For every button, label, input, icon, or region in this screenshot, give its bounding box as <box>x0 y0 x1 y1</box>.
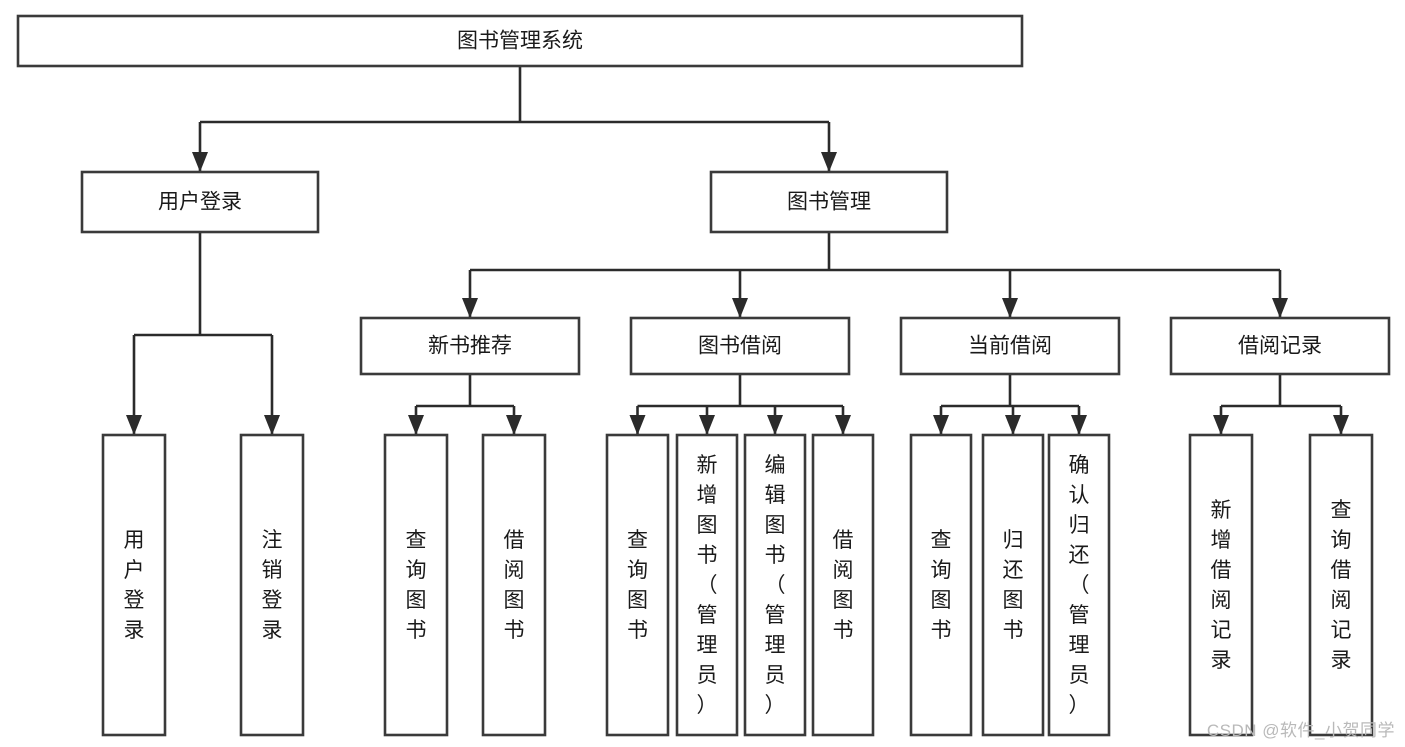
arrow-head-icon <box>126 415 142 435</box>
node-box <box>16 14 1024 68</box>
node-level2-图书借阅[interactable]: 图书借阅 <box>629 316 851 376</box>
node-leaf-查询图书[interactable]: 查询图书 <box>909 433 973 737</box>
node-leaf-注销登录[interactable]: 注销登录 <box>239 433 305 737</box>
node-box <box>80 170 320 234</box>
arrow-head-icon <box>767 415 783 435</box>
node-box <box>1188 433 1254 737</box>
node-box <box>605 433 670 737</box>
node-box <box>359 316 581 376</box>
node-level2-借阅记录[interactable]: 借阅记录 <box>1169 316 1391 376</box>
arrow-head-icon <box>835 415 851 435</box>
arrow-head-icon <box>933 415 949 435</box>
node-label: 用户登录 <box>158 191 242 214</box>
node-box <box>709 170 949 234</box>
node-box <box>981 433 1045 737</box>
node-label: 确认归还（管理员） <box>1069 454 1090 717</box>
node-label: 查询图书 <box>627 529 648 642</box>
node-level1-用户登录[interactable]: 用户登录 <box>80 170 320 234</box>
arrow-head-icon <box>1213 415 1229 435</box>
arrow-head-icon <box>506 415 522 435</box>
arrow-head-icon <box>1071 415 1087 435</box>
node-label: 新书推荐 <box>428 335 512 358</box>
arrow-head-icon <box>462 298 478 318</box>
arrow-head-icon <box>732 298 748 318</box>
arrow-head-icon <box>1333 415 1349 435</box>
node-label: 当前借阅 <box>968 335 1052 358</box>
node-label: 图书借阅 <box>698 335 782 358</box>
arrow-head-icon <box>264 415 280 435</box>
nodes-layer: 图书管理系统用户登录图书管理新书推荐图书借阅当前借阅借阅记录用户登录注销登录查询… <box>16 14 1391 737</box>
node-leaf-查询借阅记录[interactable]: 查询借阅记录 <box>1308 433 1374 737</box>
node-box <box>899 316 1121 376</box>
node-label: 查询图书 <box>931 529 952 642</box>
watermark-label: CSDN @软件_小贺同学 <box>1206 721 1395 740</box>
node-label: 新增图书（管理员） <box>697 454 718 717</box>
node-label: 借阅图书 <box>504 529 525 642</box>
arrow-head-icon <box>192 152 208 172</box>
node-label: 借阅记录 <box>1238 335 1322 358</box>
node-label: 用户登录 <box>124 529 145 642</box>
node-level1-图书管理[interactable]: 图书管理 <box>709 170 949 234</box>
node-box <box>239 433 305 737</box>
arrow-head-icon <box>1005 415 1021 435</box>
node-box <box>1169 316 1391 376</box>
node-box <box>1308 433 1374 737</box>
node-label: 借阅图书 <box>833 529 854 642</box>
node-leaf-借阅图书[interactable]: 借阅图书 <box>811 433 875 737</box>
node-level2-新书推荐[interactable]: 新书推荐 <box>359 316 581 376</box>
node-leaf-新增借阅记录[interactable]: 新增借阅记录 <box>1188 433 1254 737</box>
node-box <box>1047 433 1111 737</box>
node-label: 新增借阅记录 <box>1211 499 1232 672</box>
node-label: 图书管理 <box>787 191 871 214</box>
node-leaf-用户登录[interactable]: 用户登录 <box>101 433 167 737</box>
arrow-head-icon <box>629 415 646 435</box>
arrow-head-icon <box>821 152 837 172</box>
node-box <box>629 316 851 376</box>
node-level2-当前借阅[interactable]: 当前借阅 <box>899 316 1121 376</box>
node-label: 图书管理系统 <box>457 30 583 53</box>
arrow-head-icon <box>408 415 424 435</box>
node-label: 编辑图书（管理员） <box>765 454 786 717</box>
node-leaf-借阅图书[interactable]: 借阅图书 <box>481 433 547 737</box>
node-box <box>101 433 167 737</box>
node-label: 查询图书 <box>406 529 427 642</box>
node-label: 注销登录 <box>262 529 283 642</box>
node-label: 查询借阅记录 <box>1331 499 1352 672</box>
node-box <box>675 433 739 737</box>
node-leaf-查询图书[interactable]: 查询图书 <box>383 433 449 737</box>
node-box <box>811 433 875 737</box>
node-leaf-查询图书[interactable]: 查询图书 <box>605 433 670 737</box>
node-root-图书管理系统[interactable]: 图书管理系统 <box>16 14 1024 68</box>
node-leaf-确认归还管理员[interactable]: 确认归还（管理员） <box>1047 433 1111 737</box>
node-leaf-新增图书管理员[interactable]: 新增图书（管理员） <box>675 433 739 737</box>
arrow-head-icon <box>1002 298 1018 318</box>
node-box <box>481 433 547 737</box>
arrow-head-icon <box>1272 298 1288 318</box>
connectors-layer <box>126 66 1349 435</box>
node-box <box>383 433 449 737</box>
node-box <box>909 433 973 737</box>
node-leaf-归还图书[interactable]: 归还图书 <box>981 433 1045 737</box>
arrow-head-icon <box>699 415 715 435</box>
node-label: 归还图书 <box>1003 529 1024 642</box>
node-box <box>743 433 807 737</box>
node-leaf-编辑图书管理员[interactable]: 编辑图书（管理员） <box>743 433 807 737</box>
